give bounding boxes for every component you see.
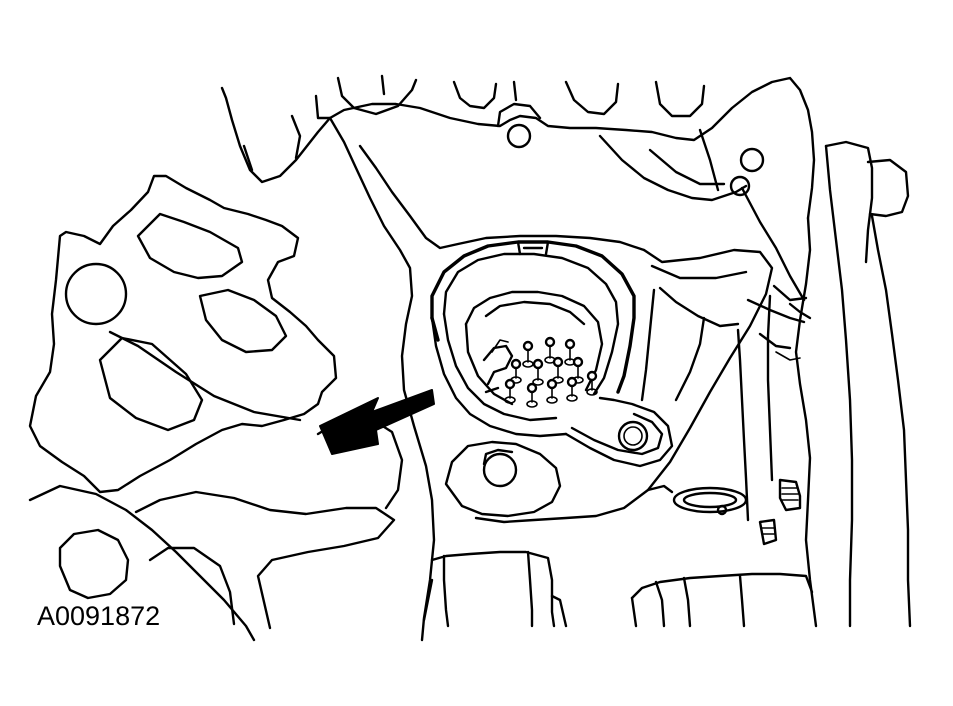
pin: [564, 338, 576, 366]
pin: [586, 370, 598, 396]
diagonal-bracket: [474, 248, 774, 524]
pin: [566, 376, 578, 402]
retaining-clips: [758, 478, 802, 546]
upper-bolt-holes: [496, 102, 765, 197]
main-case-casting: [220, 74, 816, 642]
transmission-connector: [430, 240, 674, 468]
pin: [544, 336, 556, 364]
left-housing-outline: [28, 174, 338, 494]
pin: [526, 382, 538, 408]
pin: [546, 378, 558, 404]
pin: [552, 356, 564, 384]
pin: [504, 378, 516, 404]
mounting-boss: [444, 440, 562, 518]
arrow-icon: [319, 389, 435, 455]
pin: [532, 358, 544, 386]
drain-port: [646, 484, 748, 516]
lower-left-housing: [28, 416, 404, 642]
figure-reference-code: A0091872: [37, 601, 161, 631]
lower-valve-body: [422, 550, 814, 628]
right-housing: [740, 140, 912, 628]
pin: [510, 358, 522, 384]
pin: [522, 340, 534, 368]
connector-pins: [482, 336, 598, 408]
